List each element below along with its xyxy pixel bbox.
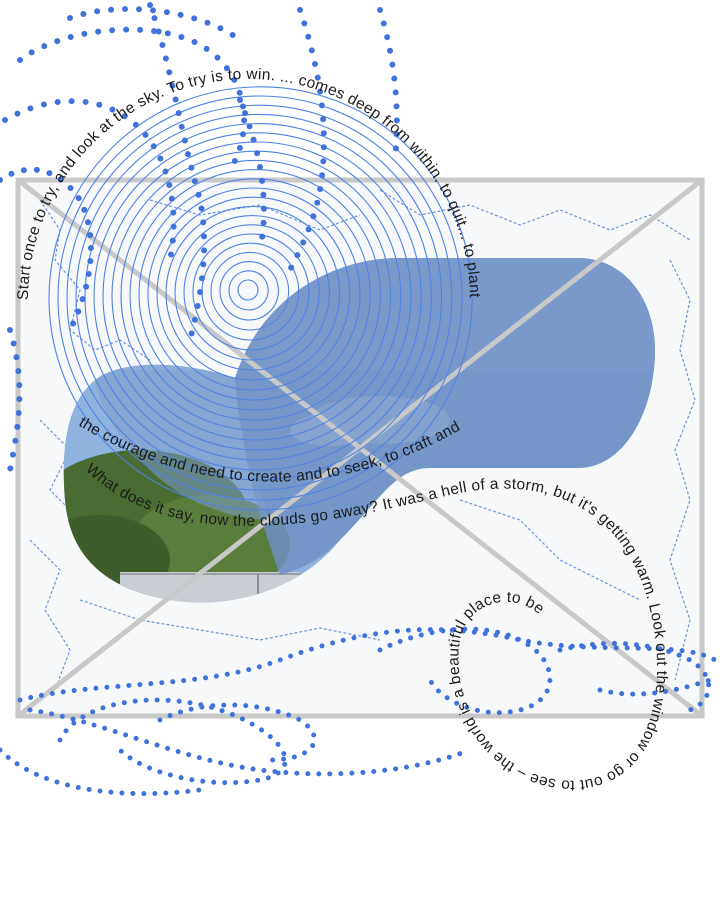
dotted-curves	[0, 2, 718, 797]
spiral-ring	[210, 251, 290, 331]
spiral-ring	[192, 233, 310, 351]
spiral-ring	[66, 104, 453, 491]
spiral-circle	[48, 86, 473, 511]
spiral-ring	[183, 224, 320, 361]
spiral-ring	[156, 196, 351, 391]
blue-overlay-left	[95, 364, 270, 520]
spiral-ring	[120, 159, 392, 431]
spiral-ring	[165, 205, 341, 381]
spiral-ring	[129, 169, 381, 421]
spiral-ring	[228, 270, 269, 311]
spiral-ring	[48, 86, 473, 511]
spiral-ring	[102, 141, 412, 451]
spiral-ring	[237, 279, 259, 301]
spiral-ring	[219, 261, 279, 321]
spiral-ring	[93, 132, 422, 461]
spiral-ring	[138, 178, 371, 411]
envelope-frame	[15, 177, 705, 719]
spiral-ring	[57, 95, 463, 501]
blue-overlay-blob	[235, 258, 655, 575]
spiral-ring	[174, 215, 330, 371]
spiral-ring	[84, 123, 432, 471]
spiral-ring	[75, 113, 443, 481]
spiral-ring	[147, 187, 361, 401]
